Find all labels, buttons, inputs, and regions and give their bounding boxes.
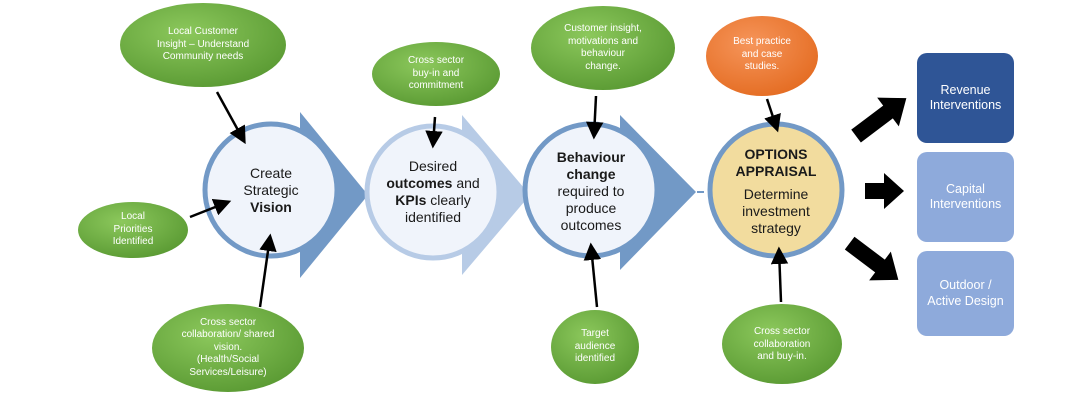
stage-outcomes-line2-bold: outcomes <box>386 175 453 191</box>
stage-behaviour-line1: Behaviour <box>556 148 626 165</box>
bubble-cross-sector-shared-line3: vision. <box>213 341 243 353</box>
bubble-target-audience <box>551 310 639 384</box>
box-capital-line2: Interventions <box>929 197 1002 211</box>
bubble-cross-sector-buyin-label: Cross sector buy-in and commitment <box>382 54 490 94</box>
bubble-local-customer <box>120 3 286 87</box>
box-revenue-label: Revenue Interventions <box>917 53 1014 143</box>
pointer-customer-insight <box>585 95 604 140</box>
stage-vision-line2: Strategic <box>243 181 299 198</box>
bubble-cross-sector-collab-line3: and buy-in. <box>757 351 807 363</box>
bubble-cross-sector-shared-label: Cross sector collaboration/ shared visio… <box>160 314 296 382</box>
bubble-target-audience-label: Target audience identified <box>555 326 635 368</box>
stage-options-line1: Determine <box>743 185 809 202</box>
stage-options-line3: strategy <box>751 219 801 236</box>
pointer-target-audience <box>583 242 602 308</box>
bubble-customer-insight-line4: change. <box>585 60 621 72</box>
bubble-cross-sector-shared <box>152 304 304 392</box>
stage-outcomes-line3: KPIs clearly <box>395 192 470 209</box>
bubble-local-customer-line1: Local Customer <box>167 26 239 38</box>
bubble-customer-insight <box>531 6 675 90</box>
bubble-best-practice <box>706 16 818 96</box>
stage-behaviour-label: Behaviour change required to produce out… <box>538 145 644 237</box>
bubble-cross-sector-shared-line1: Cross sector <box>199 316 257 328</box>
box-outdoor-line1: Outdoor / <box>939 278 992 292</box>
stage-options-line2: investment <box>742 202 810 219</box>
bubble-cross-sector-collab <box>722 304 842 384</box>
bubble-customer-insight-line3: behaviour <box>581 48 625 59</box>
bubble-cross-sector-buyin <box>372 42 500 106</box>
stage-outcomes-line2: outcomes and <box>386 175 479 192</box>
pointer-cross-sector-buyin <box>425 116 443 149</box>
stage-outcomes-line4: identified <box>404 209 462 225</box>
bubble-cross-sector-shared-line4: (Health/Social <box>196 354 260 366</box>
stage-outcomes-label: Desired outcomes and KPIs clearly identi… <box>378 152 488 232</box>
bubble-best-practice-line2: and case <box>741 48 783 60</box>
box-revenue-line1: Revenue <box>940 82 991 97</box>
stage-vision-label: Create Strategic Vision <box>221 155 321 225</box>
block-arrow-outdoor <box>844 236 899 281</box>
bubble-local-customer-line2: Insight – Understand <box>156 38 250 50</box>
bubble-local-priorities-line3: Identified <box>112 236 154 248</box>
pointer-local-customer <box>215 91 246 145</box>
bubble-target-audience-line3: identified <box>574 353 616 365</box>
box-revenue-line2: Interventions <box>929 98 1002 112</box>
bubble-local-customer-line3: Community needs <box>162 51 244 63</box>
stage-behaviour-line5: outcomes <box>560 216 622 233</box>
bubble-cross-sector-buyin-line3: commitment <box>408 80 464 92</box>
stage-outcomes-circle <box>364 123 502 261</box>
pointer-cross-sector-shared <box>258 233 277 308</box>
box-capital-label: Capital Interventions <box>917 152 1014 242</box>
bubble-cross-sector-buyin-line2: buy-in and <box>412 67 460 79</box>
bubble-best-practice-label: Best practice and case studies. <box>712 34 812 76</box>
bubble-cross-sector-shared-line5: Services/Leisure) <box>189 366 267 378</box>
stage-vision-circle <box>202 121 340 259</box>
stage-options-title2: APPRAISAL <box>735 162 817 179</box>
box-capital-line1: Capital <box>946 181 985 196</box>
bubble-local-priorities-line2: Priorities <box>113 223 153 235</box>
stage-behaviour-line4: produce <box>565 199 617 216</box>
block-arrow-revenue <box>851 97 907 143</box>
bubble-best-practice-line3: studies. <box>744 61 780 73</box>
block-arrow-capital <box>865 173 904 209</box>
bubble-customer-insight-label: Customer insight, motivations and behavi… <box>540 20 666 76</box>
pointer-cross-sector-collab <box>770 246 789 303</box>
box-capital <box>917 152 1014 242</box>
pointer-best-practice <box>764 98 781 133</box>
bubble-cross-sector-collab-label: Cross sector collaboration and buy-in. <box>728 324 836 366</box>
bubble-local-priorities-label: Local Priorities Identified <box>88 208 178 252</box>
bubble-cross-sector-collab-line2: collaboration <box>753 338 811 350</box>
bubble-best-practice-line1: Best practice <box>733 36 791 48</box>
pointer-local-priorities <box>189 199 232 219</box>
bubble-target-audience-line1: Target <box>581 328 609 340</box>
bubble-local-priorities <box>78 202 188 258</box>
box-outdoor-label: Outdoor / Active Design <box>917 251 1014 336</box>
stage-behaviour-line2: change <box>566 165 616 182</box>
bubble-cross-sector-collab-line1: Cross sector <box>753 326 811 338</box>
bubble-cross-sector-buyin-line1: Cross sector <box>407 55 465 67</box>
stage-options-label: OPTIONS APPRAISAL Determine investment s… <box>722 141 830 241</box>
bubble-target-audience-line2: audience <box>574 340 616 352</box>
stage-behaviour-line3: required to <box>557 182 625 199</box>
bubble-customer-insight-line1: Customer insight, <box>564 23 642 34</box>
bubble-local-customer-label: Local Customer Insight – Understand Comm… <box>130 20 276 70</box>
stage-outcomes-line3-rest: clearly <box>426 192 471 208</box>
bubble-customer-insight-line2: motivations and <box>567 35 639 47</box>
box-outdoor <box>917 251 1014 336</box>
stage-outcomes-line1: Desired <box>408 158 458 174</box>
stage-options-title1: OPTIONS <box>744 145 808 162</box>
stage-outcomes-line2-rest: and <box>452 175 480 191</box>
stage-vision-line3: Vision <box>250 198 292 215</box>
box-outdoor-line2: Active Design <box>927 293 1004 308</box>
box-revenue <box>917 53 1014 143</box>
bubble-cross-sector-shared-line2: collaboration/ shared <box>181 329 275 341</box>
stage-vision-line1: Create <box>249 164 293 181</box>
bubble-local-priorities-line1: Local <box>121 211 145 223</box>
stage-outcomes-line3-bold: KPIs <box>395 192 427 208</box>
